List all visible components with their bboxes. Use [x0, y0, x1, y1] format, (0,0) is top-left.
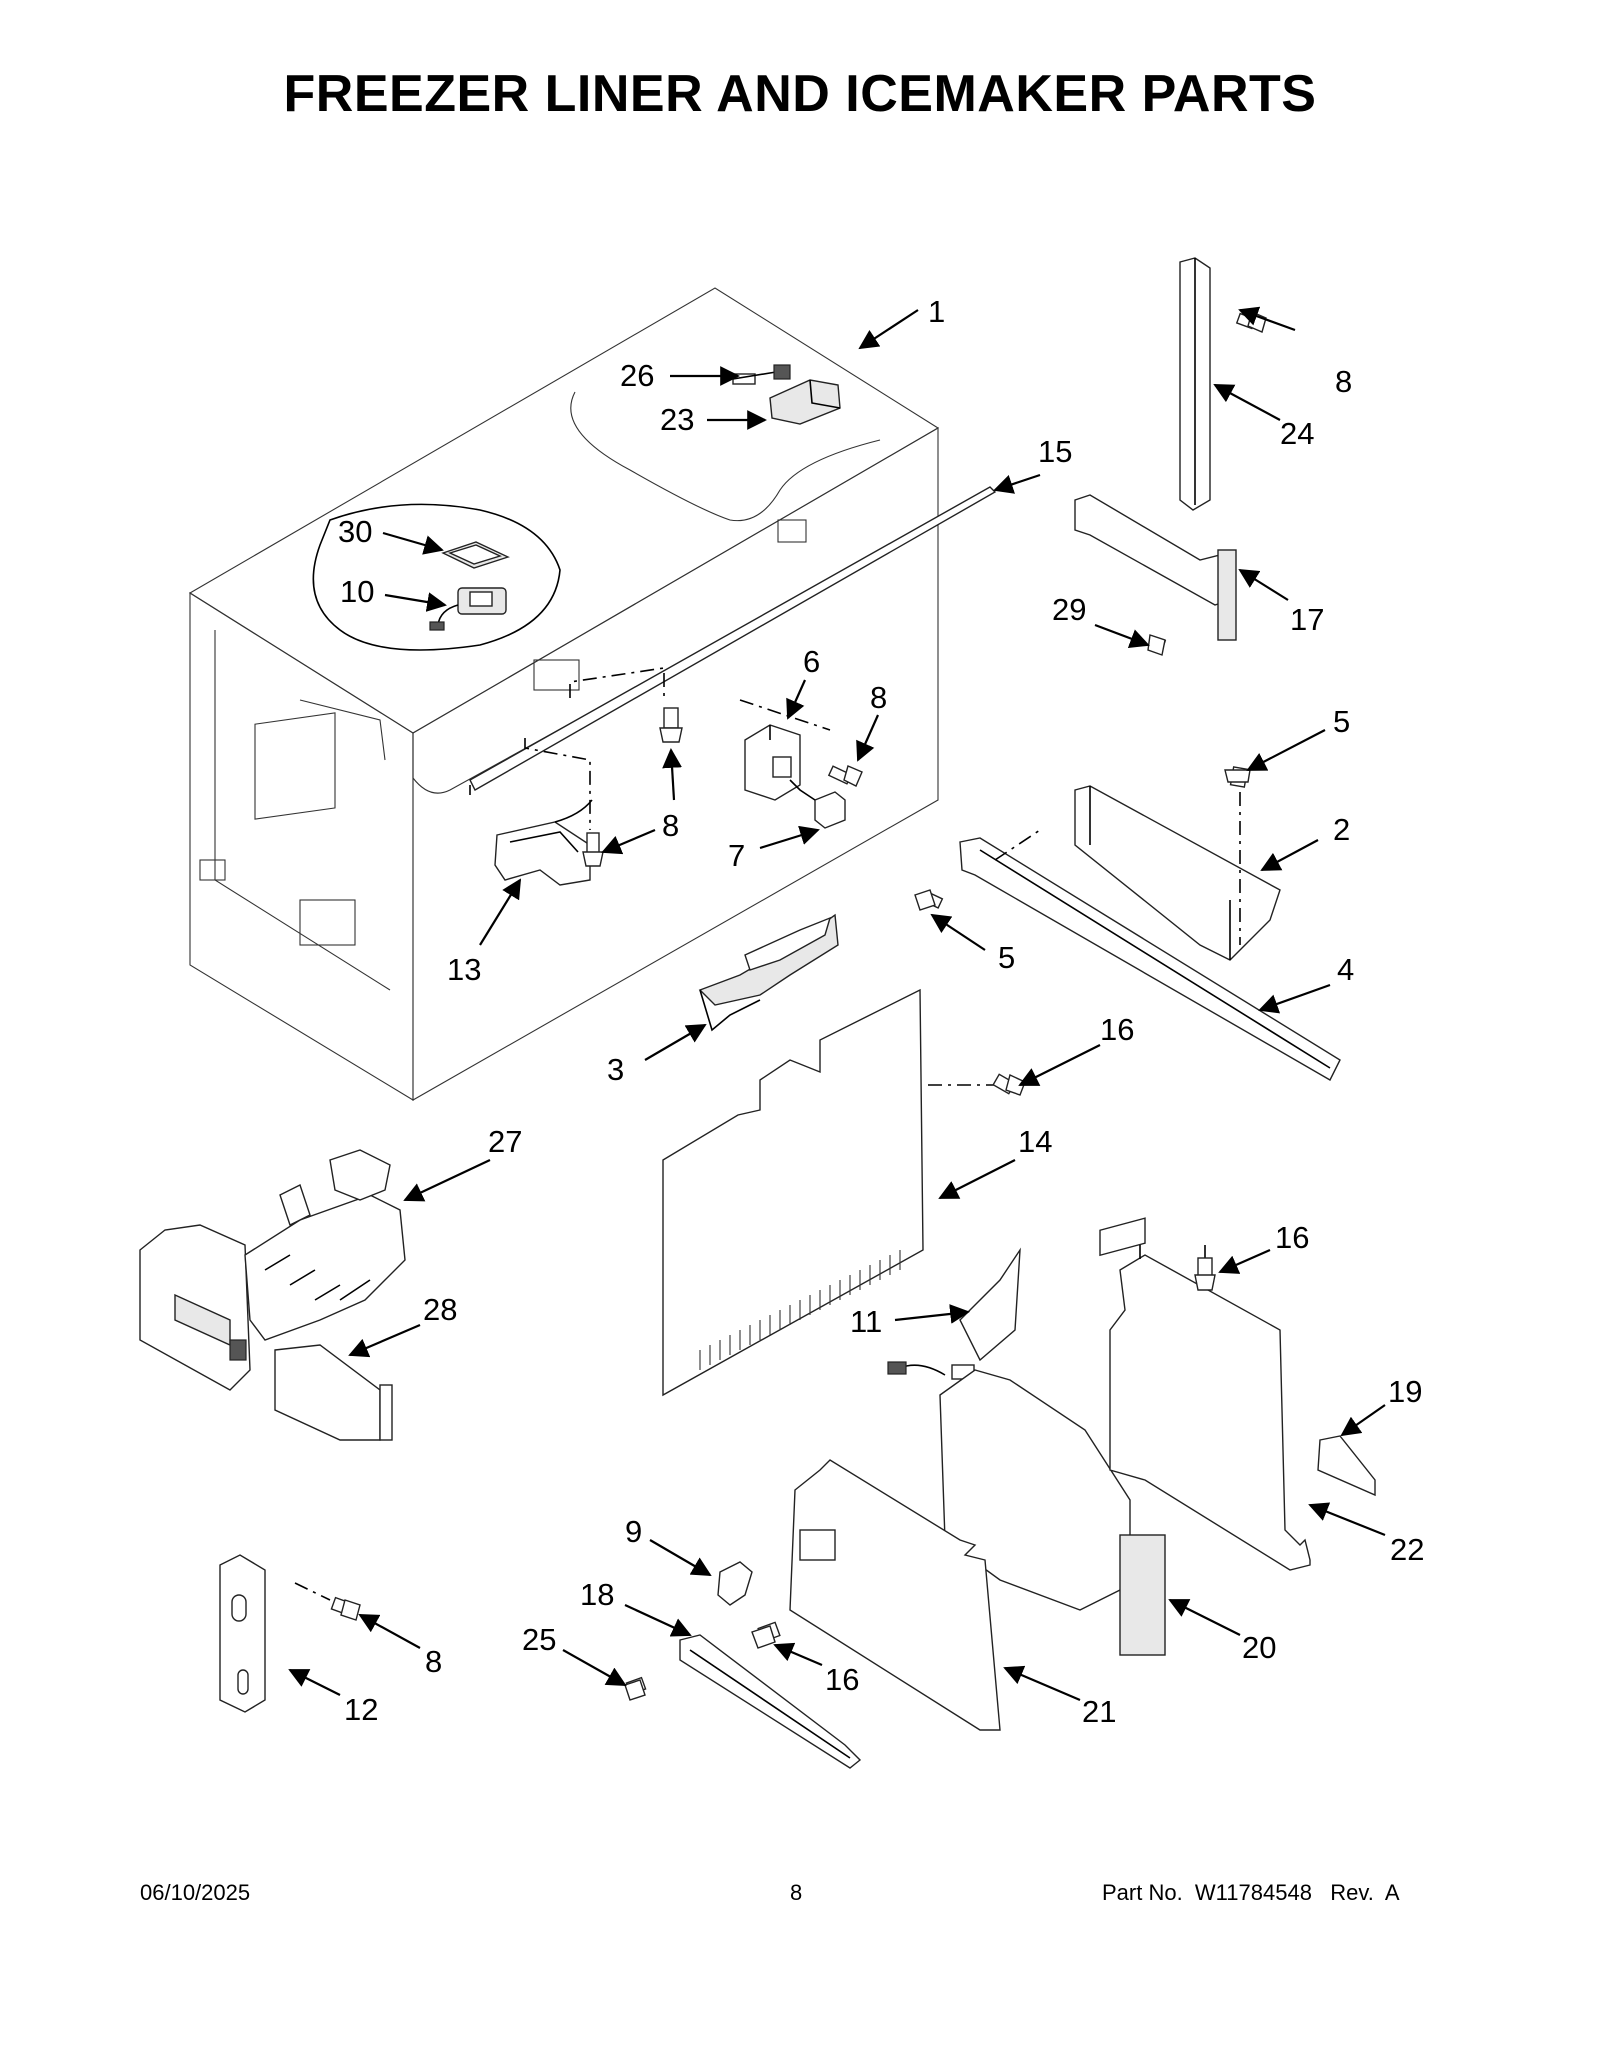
- callout-23: 23: [660, 402, 694, 437]
- part-20-control-box: [939, 1217, 1166, 1656]
- callout-21: 21: [1082, 1694, 1116, 1729]
- callout-16-top: 16: [1100, 1012, 1134, 1047]
- callout-14: 14: [1018, 1124, 1052, 1159]
- part-21-panel: [789, 1459, 1001, 1731]
- part-11-harness: [887, 1247, 1021, 1380]
- callout-1: 1: [928, 294, 945, 329]
- callout-labels: 1 26 23 15 30 10 8 24 17 29 6 8 8 7 13 5…: [338, 294, 1424, 1729]
- callout-7: 7: [728, 838, 745, 873]
- part-13-bracket: [494, 799, 593, 886]
- callout-5-upper: 5: [1333, 704, 1350, 739]
- footer-page-number: 8: [790, 1880, 803, 1905]
- callout-29: 29: [1052, 592, 1086, 627]
- part-27-icemaker: [139, 1149, 406, 1391]
- part-26-harness: [732, 364, 791, 385]
- callout-12: 12: [344, 1692, 378, 1727]
- callout-6: 6: [803, 644, 820, 679]
- part-24-rail: [1179, 257, 1211, 511]
- callout-19: 19: [1388, 1374, 1422, 1409]
- callout-9: 9: [625, 1514, 642, 1549]
- footer-part-number: Part No. W11784548 Rev. A: [1102, 1880, 1400, 1905]
- screw-5-upper: [1224, 766, 1251, 788]
- callout-15: 15: [1038, 434, 1072, 469]
- screw-5-lower: [914, 889, 944, 911]
- screw-16-panel: [992, 1073, 1026, 1096]
- callout-8-box: 8: [870, 680, 887, 715]
- part-6-box: [744, 724, 801, 801]
- callout-17: 17: [1290, 602, 1324, 637]
- callout-8-top-right: 8: [1335, 364, 1352, 399]
- callout-26: 26: [620, 358, 654, 393]
- part-4-slide: [959, 837, 1341, 1081]
- screw-16-panel22: [1194, 1257, 1216, 1291]
- footer-date: 06/10/2025: [140, 1880, 251, 1905]
- part-3-shroud: [698, 913, 839, 1032]
- callout-8-bracket: 8: [425, 1644, 442, 1679]
- callout-24: 24: [1280, 416, 1314, 451]
- callout-arrows: [288, 306, 1386, 1702]
- callout-18: 18: [580, 1577, 614, 1612]
- part-19-rail: [1317, 1435, 1376, 1497]
- screw-16-bottom: [751, 1621, 781, 1649]
- callout-27: 27: [488, 1124, 522, 1159]
- callout-3: 3: [607, 1052, 624, 1087]
- part-15-rail: [469, 486, 997, 795]
- screw-8-bracket12: [330, 1596, 361, 1621]
- callout-20: 20: [1242, 1630, 1276, 1665]
- callout-10: 10: [340, 574, 374, 609]
- part-14-panel: [662, 988, 924, 1397]
- callout-16-bottom: 16: [825, 1662, 859, 1697]
- part-30-pad: [441, 541, 510, 569]
- part-12-bracket: [219, 1554, 266, 1713]
- part-23-cover: [769, 379, 841, 425]
- screw-8-box: [827, 765, 863, 787]
- part-28-cover: [274, 1344, 393, 1441]
- callout-4: 4: [1337, 952, 1354, 987]
- callout-13: 13: [447, 952, 481, 987]
- part-17-bracket: [1074, 494, 1237, 641]
- screw-29: [1147, 634, 1167, 656]
- panel-vents: [699, 1250, 901, 1370]
- screw-8-lower: [582, 832, 604, 867]
- callout-28: 28: [423, 1292, 457, 1327]
- part-22-panel: [1109, 1245, 1311, 1571]
- callout-25: 25: [522, 1622, 556, 1657]
- callout-5-lower: 5: [998, 940, 1015, 975]
- callout-30: 30: [338, 514, 372, 549]
- freezer-liner: [188, 287, 940, 1101]
- callout-16-middle: 16: [1275, 1220, 1309, 1255]
- part-9-clip: [717, 1561, 753, 1606]
- part-10-sensor: [429, 587, 507, 631]
- screw-25: [624, 1676, 647, 1701]
- callout-11: 11: [850, 1304, 882, 1339]
- callout-22: 22: [1390, 1532, 1424, 1567]
- part-2-channel: [1074, 785, 1281, 961]
- icemaker-cavity-oval: [312, 503, 561, 651]
- callout-8-center: 8: [662, 808, 679, 843]
- part-7-switch: [814, 791, 846, 829]
- screw-8-upper: [659, 707, 683, 743]
- part-18-slide: [679, 1634, 862, 1769]
- callout-2: 2: [1333, 812, 1350, 847]
- page-title: FREEZER LINER AND ICEMAKER PARTS: [283, 65, 1317, 123]
